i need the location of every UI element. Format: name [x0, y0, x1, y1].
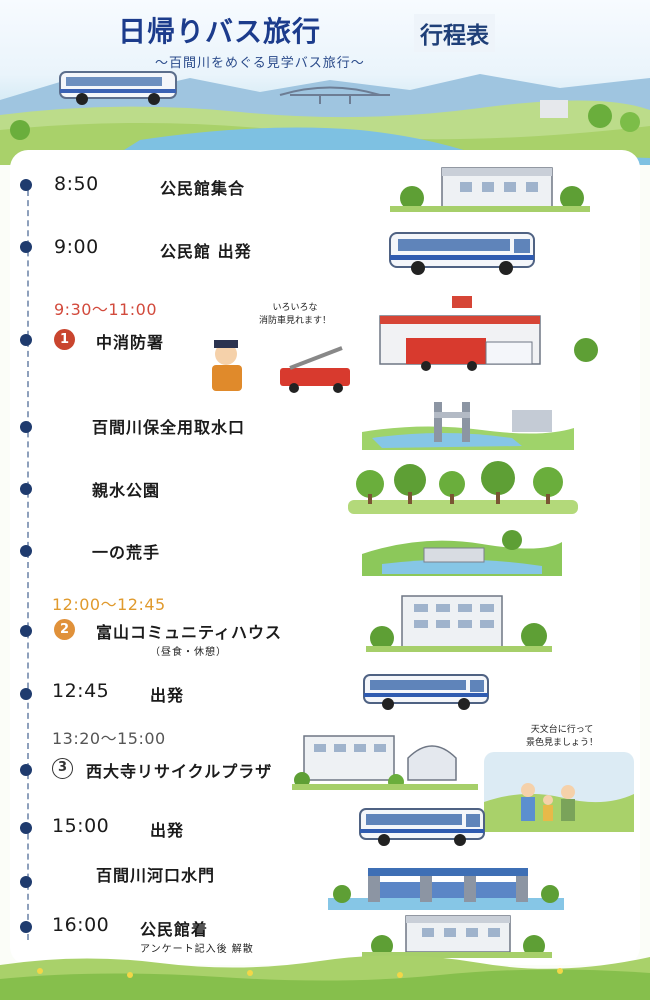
- timeline-dot: [20, 688, 32, 700]
- stop-number-badge: 3: [52, 758, 73, 779]
- itinerary-tag: 行程表: [414, 14, 495, 52]
- item-label: 百間川保全用取水口: [92, 418, 246, 437]
- item-time: 16:00: [52, 914, 110, 936]
- family-viewing-illustration: [484, 752, 634, 832]
- recycle-plaza-illustration: [292, 735, 478, 790]
- bus-illustration: [363, 674, 489, 710]
- item-time: 9:00: [54, 236, 99, 258]
- item-label: 西大寺リサイクルプラザ: [86, 762, 273, 781]
- item-sublabel: （昼食・休憩）: [150, 647, 227, 658]
- community-center-illustration: [390, 167, 590, 212]
- item-label: 親水公園: [92, 481, 161, 500]
- header-banner: 日帰りバス旅行 行程表 ～百間川をめぐる見学バス旅行～: [0, 0, 650, 165]
- item-label: 公民館着: [140, 920, 209, 939]
- page-title: 日帰りバス旅行: [118, 15, 322, 48]
- item-label: 出発: [150, 686, 185, 705]
- timeline-dot: [20, 822, 32, 834]
- community-house-illustration: [366, 595, 552, 652]
- timeline-dot: [20, 179, 32, 191]
- item-time-range: 9:30～11:00: [54, 300, 158, 319]
- bus-illustration: [389, 232, 535, 275]
- item-label: 中消防署: [96, 333, 165, 352]
- item-label: 公民館 出発: [160, 242, 252, 261]
- timeline-dot: [20, 764, 32, 776]
- timeline-dot: [20, 421, 32, 433]
- timeline-dot: [20, 921, 32, 933]
- timeline-line: [27, 180, 29, 940]
- grass-border-illustration: [0, 955, 650, 1000]
- timeline-dot: [20, 241, 32, 253]
- speech-bubble: いろいろな 消防車見れます！: [230, 302, 360, 328]
- bubble-line: 景色見ましょう！: [525, 738, 598, 748]
- item-label: 富山コミュニティハウス: [96, 623, 283, 642]
- fire-station-illustration: [379, 296, 598, 371]
- item-time: 15:00: [52, 815, 110, 837]
- water-intake-illustration: [362, 402, 574, 450]
- timeline-dot: [20, 545, 32, 557]
- bubble-line: 消防車見れます！: [258, 316, 331, 326]
- item-label: 出発: [150, 821, 185, 840]
- stop-number-badge: 2: [54, 619, 75, 640]
- floodgate-illustration: [328, 868, 564, 910]
- firefighter-illustration: [212, 340, 350, 393]
- header-bus-icon: [59, 71, 177, 105]
- item-time-range: 13:20～15:00: [52, 729, 166, 748]
- timeline-dot: [20, 483, 32, 495]
- timeline-dot: [20, 334, 32, 346]
- speech-bubble: 天文台に行って 景色見ましょう！: [502, 724, 622, 750]
- stop-number-badge: 1: [54, 329, 75, 350]
- bus-illustration: [359, 808, 485, 846]
- bubble-line: 天文台に行って: [530, 725, 594, 735]
- timeline-dot: [20, 625, 32, 637]
- bubble-line: いろいろな: [272, 303, 318, 313]
- page-subtitle: ～百間川をめぐる見学バス旅行～: [155, 56, 365, 71]
- item-time: 12:45: [52, 680, 110, 702]
- timeline-dot: [20, 876, 32, 888]
- item-sublabel: アンケート記入後 解散: [140, 944, 254, 955]
- community-center-illustration: [362, 915, 552, 958]
- park-illustration: [348, 461, 578, 514]
- item-time: 8:50: [54, 173, 99, 195]
- item-time-range: 12:00～12:45: [52, 595, 166, 614]
- weir-illustration: [362, 530, 562, 576]
- item-label: 百間川河口水門: [96, 866, 216, 885]
- item-label: 公民館集合: [160, 179, 246, 198]
- item-label: 一の荒手: [92, 543, 161, 562]
